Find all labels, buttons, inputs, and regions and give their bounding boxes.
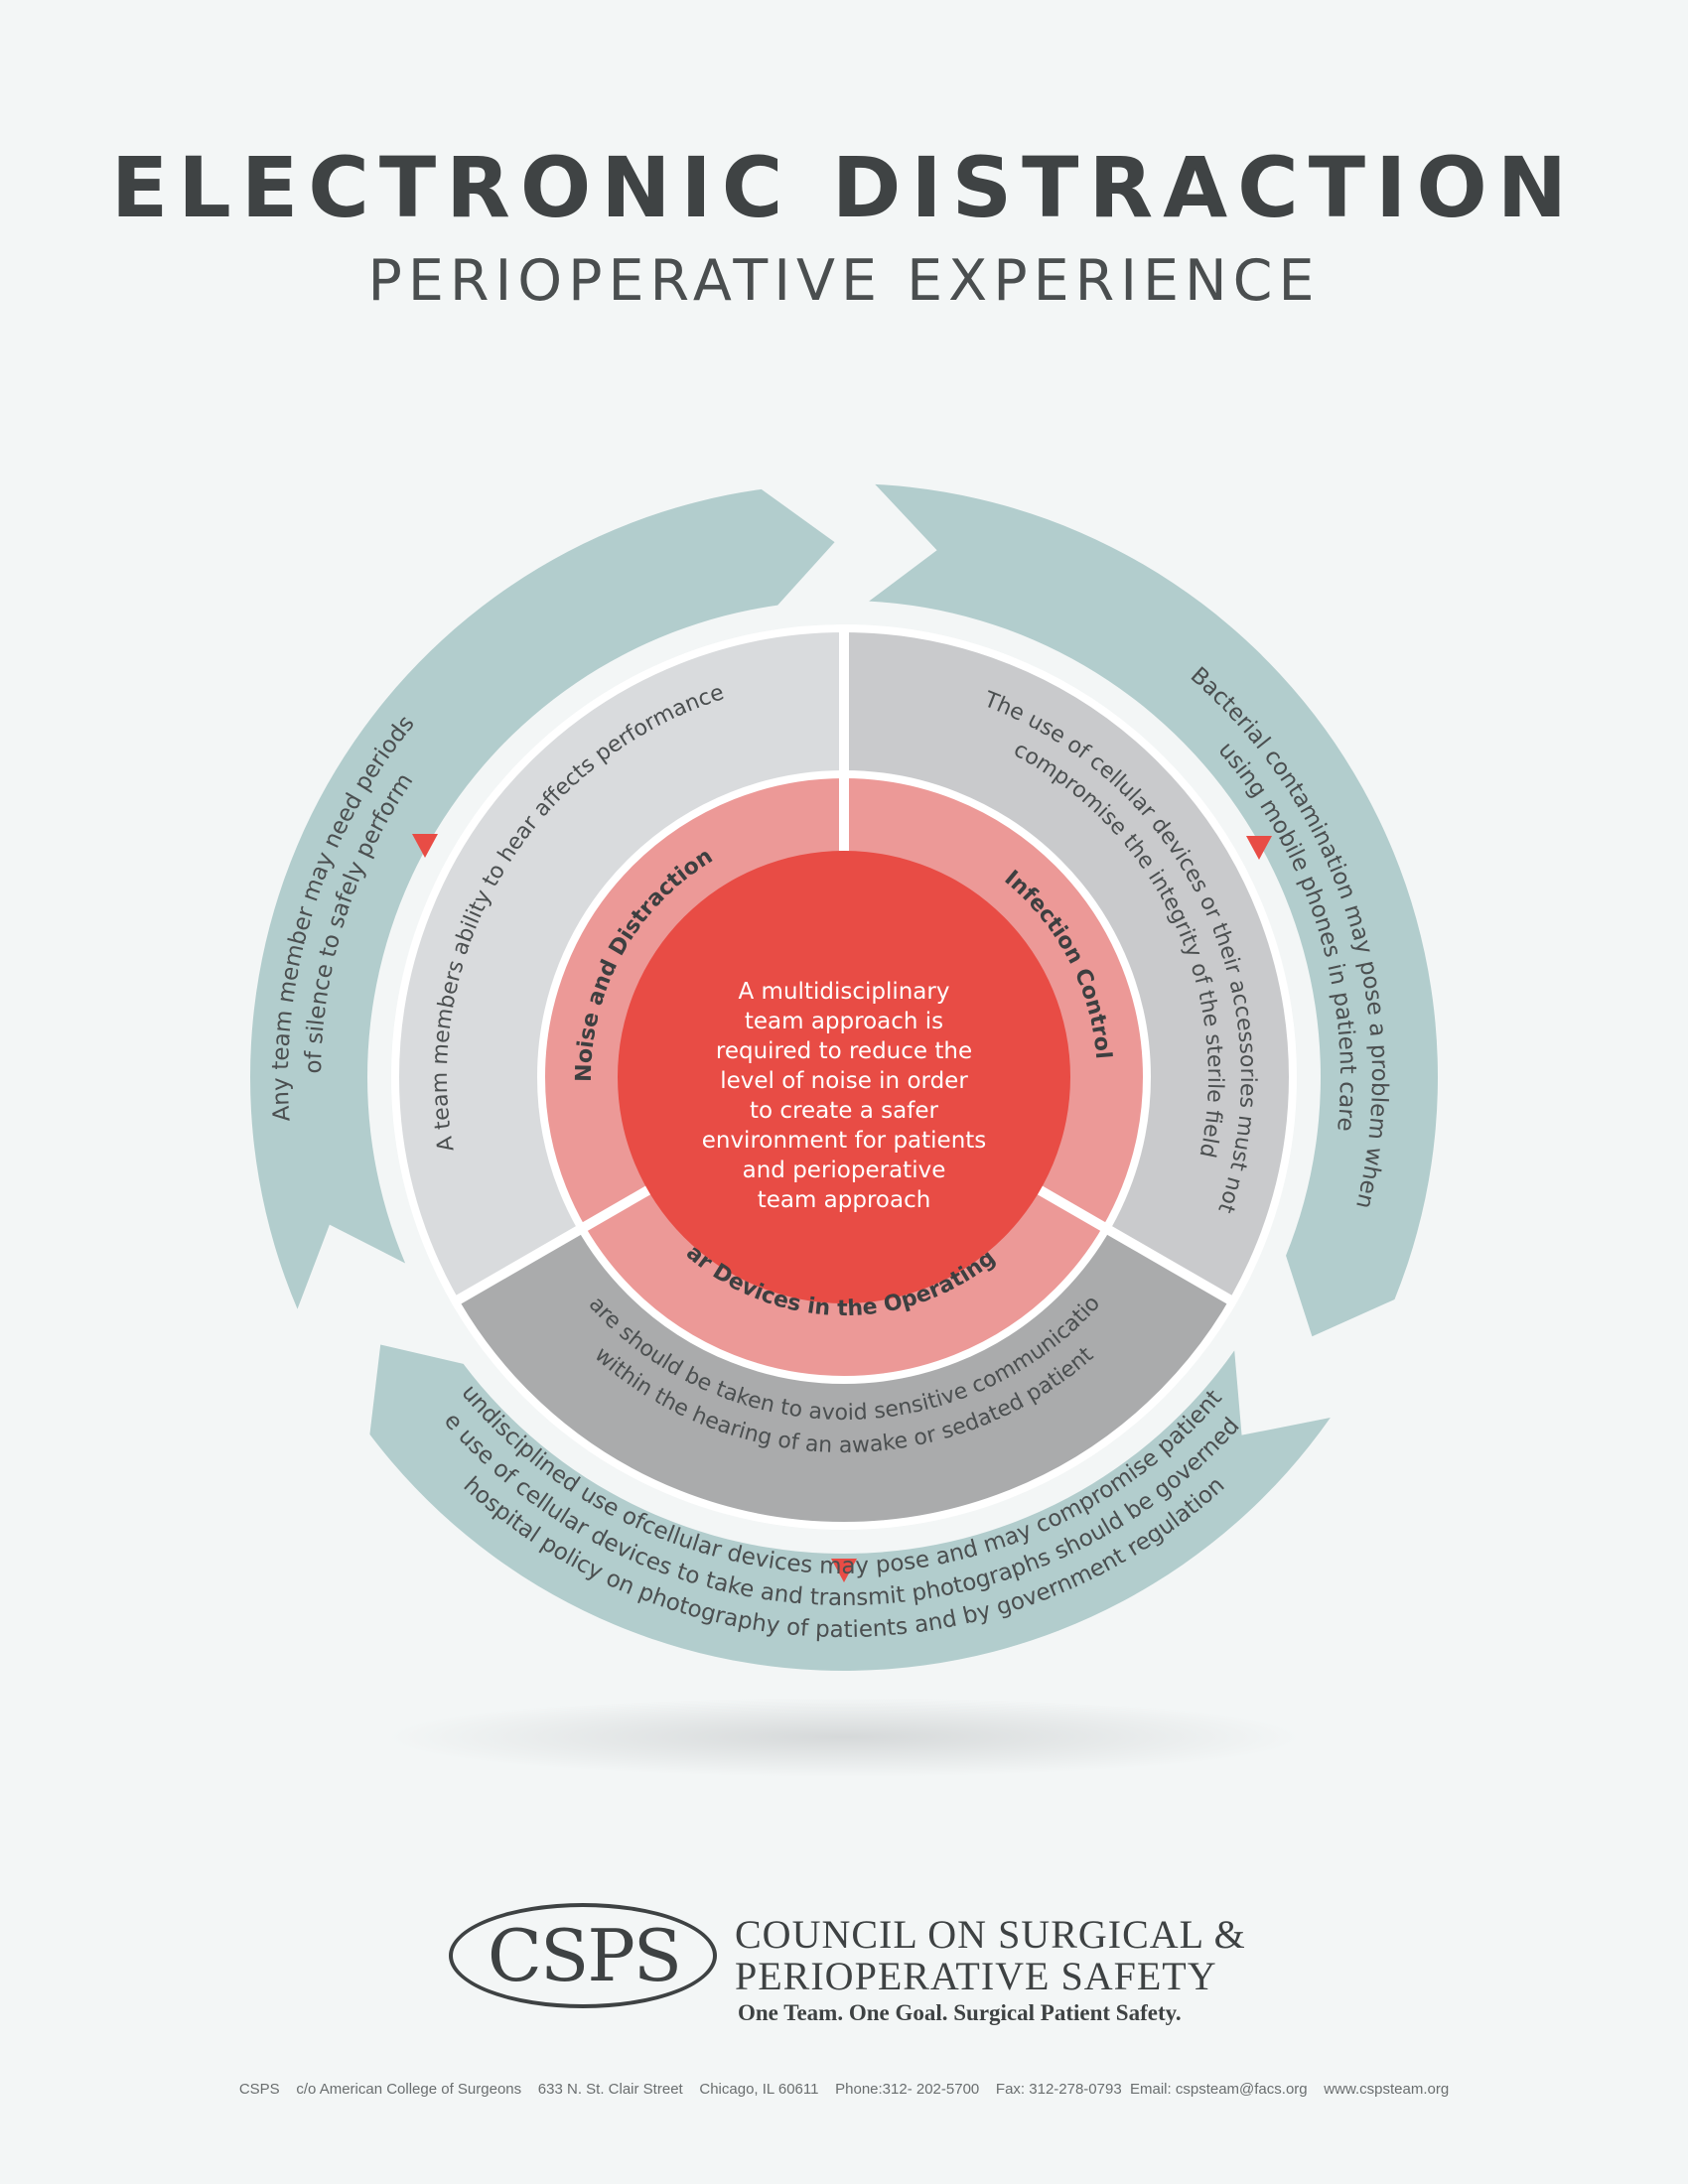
outer-arrow-bottom bbox=[369, 1344, 1331, 1671]
csps-logo: CSPS COUNCIL ON SURGICAL & PERIOPERATIVE… bbox=[447, 1891, 1261, 2040]
org-name-line-2: PERIOPERATIVE SAFETY bbox=[735, 1954, 1217, 1998]
marker-triangle-left bbox=[412, 834, 438, 858]
outer-arrow-right bbox=[869, 483, 1438, 1337]
org-name-line-1: COUNCIL ON SURGICAL & bbox=[735, 1912, 1246, 1957]
center-line: environment for patients bbox=[702, 1128, 987, 1154]
center-line: A multidisciplinary bbox=[739, 979, 950, 1005]
logo-oval bbox=[449, 1903, 717, 2008]
outer-ring bbox=[250, 483, 1438, 1671]
middle-segment-bottom bbox=[455, 1228, 1233, 1526]
separators bbox=[391, 624, 1297, 1530]
footer-contact: CSPS c/o American College of Surgeons 63… bbox=[238, 2081, 1450, 2098]
center-text: A multidisciplinary team approach is req… bbox=[702, 979, 987, 1213]
page-subtitle: PERIOPERATIVE EXPERIENCE bbox=[367, 248, 1321, 314]
center-line: required to reduce the bbox=[716, 1038, 972, 1064]
center-line: team approach bbox=[758, 1187, 931, 1213]
logo-letters: CSPS bbox=[487, 1914, 682, 1997]
diagram-shadow bbox=[387, 1698, 1301, 1777]
center-line: level of noise in order bbox=[720, 1068, 968, 1094]
middle-segment-left bbox=[394, 628, 844, 1301]
marker-triangle-right bbox=[1246, 836, 1272, 860]
markers bbox=[412, 834, 1272, 1582]
segment-separator bbox=[449, 1185, 651, 1308]
middle-segment-right bbox=[844, 628, 1293, 1301]
org-tagline: One Team. One Goal. Surgical Patient Saf… bbox=[738, 2000, 1182, 2025]
center-line: to create a safer bbox=[750, 1098, 938, 1124]
center-line: team approach is bbox=[745, 1009, 943, 1034]
center-circle bbox=[618, 851, 1070, 1303]
segment-separator bbox=[1037, 1185, 1239, 1308]
page-title: ELECTRONIC DISTRACTION bbox=[110, 139, 1578, 236]
middle-ring bbox=[394, 628, 1293, 1526]
marker-triangle-bottom bbox=[831, 1559, 857, 1582]
center-line: and perioperative bbox=[743, 1158, 946, 1183]
outer-arrow-left bbox=[250, 488, 835, 1309]
